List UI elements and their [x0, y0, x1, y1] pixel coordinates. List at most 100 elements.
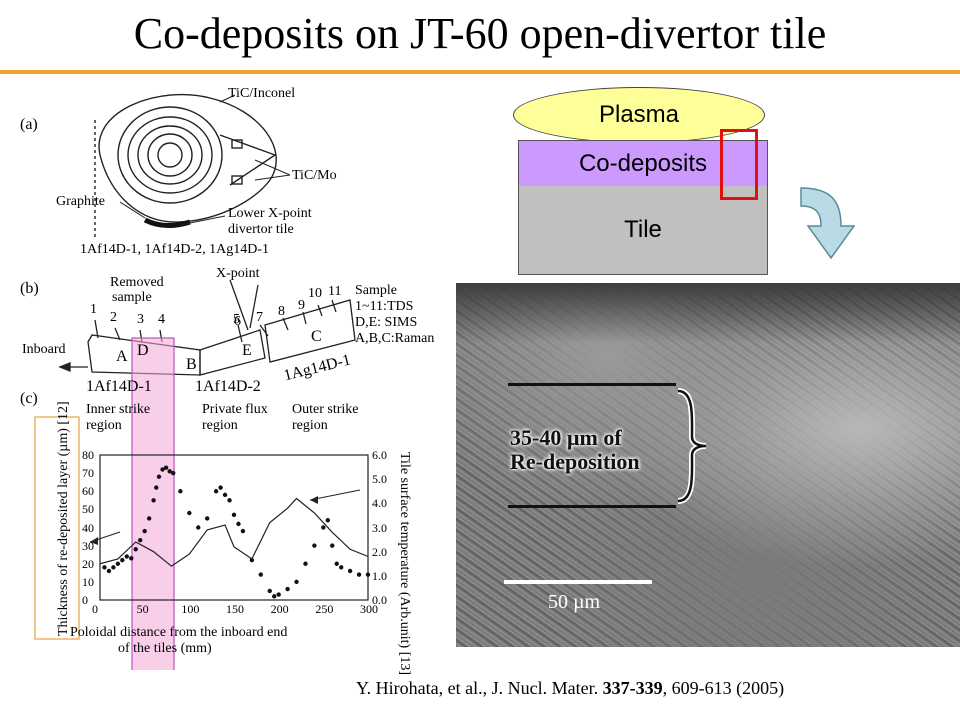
region-letter: A: [116, 348, 128, 365]
y-axis-right-label: Tile surface temperature (Arb.unit) [13]: [397, 452, 412, 676]
region-label: region: [292, 418, 328, 433]
sample-number: 2: [110, 310, 117, 325]
thickness-point: [231, 512, 237, 518]
redeposition-thickness-label: 35-40 µm of: [510, 425, 622, 450]
y-right-tick-label: 3.0: [372, 520, 387, 535]
legend-sample-label: Sample: [355, 283, 397, 298]
x-tick-label: 0: [92, 602, 98, 616]
region-label: region: [202, 418, 238, 433]
thickness-point: [115, 561, 121, 566]
thickness-point: [267, 588, 272, 594]
legend-raman-label: A,B,C:Raman: [355, 331, 435, 346]
y-right-tick-label: 2.0: [372, 544, 387, 559]
temperature-line: [99, 497, 369, 567]
legend-tds-label: 1~11:TDS: [355, 299, 414, 314]
title-divider: [0, 70, 960, 74]
y-left-tick-label: 30: [82, 538, 94, 553]
citation-prefix: Y. Hirohata, et al., J. Nucl. Mater.: [356, 678, 603, 698]
thickness-point: [294, 579, 299, 585]
graphite-label: Graphite: [56, 194, 105, 209]
thickness-point: [120, 557, 125, 563]
thickness-point: [146, 516, 152, 521]
y-right-tick-label: 1.0: [372, 568, 387, 583]
y-left-tick-label: 20: [82, 556, 94, 571]
x-tick-label: 200: [270, 602, 289, 616]
thickness-point: [339, 565, 344, 570]
panel-b-tag: (b): [20, 280, 39, 297]
curved-arrow-icon: [800, 187, 856, 260]
region-letter: C: [311, 328, 322, 345]
region-label: region: [86, 418, 122, 433]
region-label: Inner strike: [86, 402, 151, 417]
page-title: Co-deposits on JT-60 open-divertor tile: [133, 9, 827, 58]
tic-mo-label: TiC/Mo: [292, 168, 337, 183]
region-letter: D: [137, 342, 149, 359]
sample-number: 3: [137, 312, 144, 327]
tile-ids-label: 1Af14D-1, 1Af14D-2, 1Ag14D-1: [80, 242, 269, 257]
sample-number: 4: [158, 312, 165, 327]
thickness-point: [285, 586, 290, 592]
plot-marks: [99, 465, 371, 599]
x-tick-label: 50: [136, 602, 149, 616]
citation: Y. Hirohata, et al., J. Nucl. Mater. 337…: [356, 678, 784, 699]
sample-number: 6: [234, 314, 241, 329]
x-axis-label: Poloidal distance from the inboard end: [70, 625, 288, 640]
thickness-point: [156, 474, 162, 479]
thickness-point: [365, 572, 371, 577]
thickness-point: [138, 537, 143, 543]
thickness-point: [111, 565, 116, 570]
y-left-tick-label: 70: [82, 466, 94, 481]
thickness-point: [151, 498, 156, 503]
sample-strip-highlight: [131, 337, 175, 670]
layer-top-line: [508, 383, 676, 386]
sample-number: 7: [256, 310, 263, 325]
y-left-tick-label: 0: [82, 593, 88, 607]
thickness-point: [102, 565, 107, 570]
thickness-point: [321, 525, 326, 530]
thickness-point: [258, 572, 263, 577]
thickness-point: [167, 469, 172, 474]
thickness-point: [133, 547, 138, 552]
thickness-point: [218, 485, 223, 490]
y-left-tick-label: 40: [82, 520, 94, 535]
sample-number: 8: [278, 304, 285, 319]
thickness-point: [196, 525, 201, 530]
x-axis-label-units: of the tiles (mm): [118, 641, 212, 656]
thickness-point: [272, 594, 277, 599]
thickness-point: [325, 518, 330, 523]
thickness-point: [178, 489, 183, 494]
plot-frame: [99, 454, 369, 601]
xpoint-label: X-point: [216, 266, 260, 281]
thickness-point: [106, 568, 112, 574]
sample-number: 10: [308, 286, 322, 301]
scale-bar: [504, 580, 652, 584]
y-right-tick-label: 4.0: [372, 496, 387, 511]
y-right-tick-label: 0.0: [372, 593, 387, 607]
thickness-point: [347, 568, 353, 574]
removed-label: Removed: [110, 275, 164, 290]
x-tick-label: 150: [226, 602, 244, 616]
jt60-figure: (a) TiC/Inconel TiC/Mo Graphite Lower X-…: [20, 80, 450, 675]
tile-1-label: 1Af14D-1: [86, 378, 152, 395]
thickness-point: [124, 554, 129, 559]
torus-cross-section: [94, 94, 277, 240]
y-axis-left-label: Thickness of re-deposited layer (µm) [12…: [56, 401, 71, 636]
panel-a-tag: (a): [20, 116, 38, 133]
thickness-point: [330, 543, 335, 548]
thickness-point: [129, 556, 134, 561]
sample-number: 9: [298, 298, 305, 313]
legend-sims-label: D,E: SIMS: [355, 315, 418, 330]
tile-block: Tile: [518, 186, 768, 275]
sem-dark-band: [456, 283, 960, 343]
x-tick-label: 100: [181, 602, 200, 616]
y-left-tick-label: 50: [82, 502, 94, 517]
thickness-point: [154, 485, 159, 490]
thickness-point: [160, 467, 165, 472]
x-tick-label: 300: [360, 602, 378, 616]
brace-icon: [677, 388, 707, 504]
thickness-point: [227, 498, 232, 503]
thickness-point: [213, 489, 219, 494]
thickness-point: [236, 521, 241, 527]
thickness-point: [249, 557, 255, 563]
sample-number: 1: [90, 302, 97, 317]
